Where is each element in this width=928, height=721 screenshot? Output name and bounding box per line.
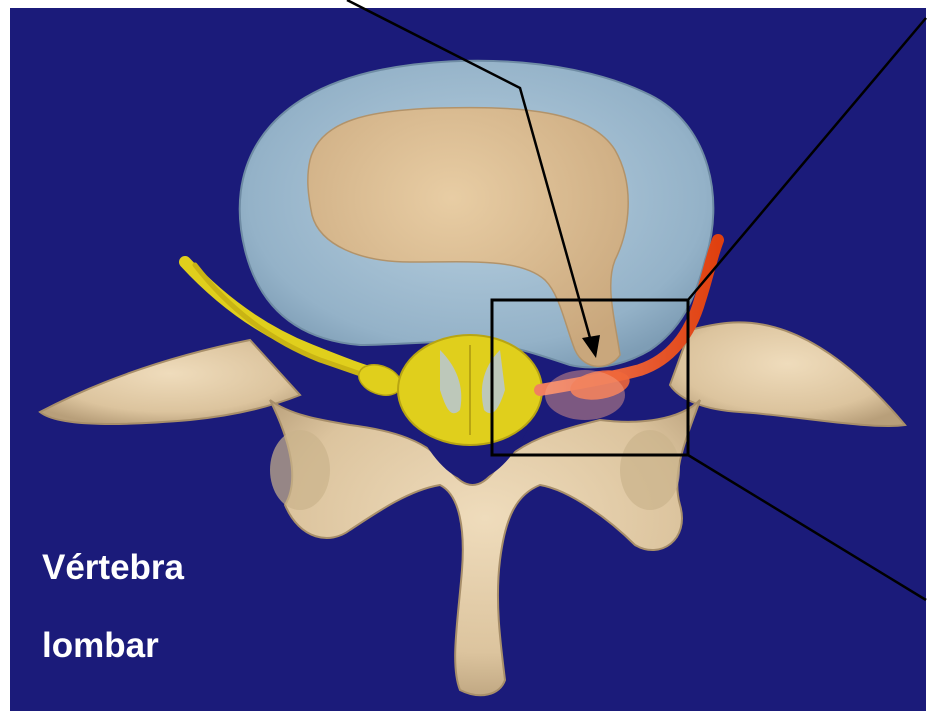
caption-line-2: lombar [42,626,159,666]
callout-line-top-right [688,18,926,300]
right-transverse-process [670,322,905,426]
spinal-cord [398,335,542,445]
inflammation-glow [545,370,625,420]
left-facet-shadow [270,430,330,510]
right-facet-shadow [620,430,680,510]
left-transverse-process [40,340,300,424]
caption-line-1: Vértebra [42,548,184,588]
callout-line-bottom-right [688,455,926,600]
